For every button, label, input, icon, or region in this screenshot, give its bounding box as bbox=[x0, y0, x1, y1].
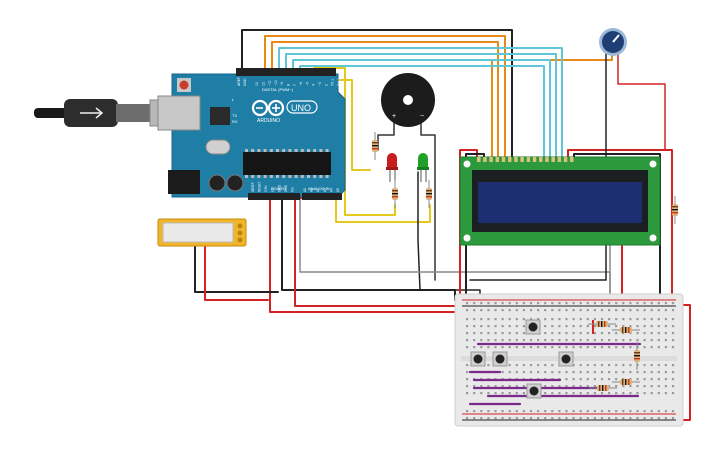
push-button-3[interactable] bbox=[492, 351, 508, 367]
wire-orange-1 bbox=[264, 35, 506, 159]
breadboard-resistors bbox=[588, 321, 640, 391]
digital-pin-label: ~6 bbox=[299, 82, 303, 86]
power-pin-label: RESET bbox=[258, 181, 262, 192]
wire-red-ir bbox=[204, 244, 269, 301]
arduino-uno-board: ARDUINO UNO DIGITAL (PWM~) POWER ANALOG … bbox=[157, 68, 346, 200]
push-button-1[interactable] bbox=[525, 319, 541, 335]
digital-pin-label: ~5 bbox=[305, 82, 309, 86]
analog-label: ANALOG IN bbox=[308, 186, 330, 191]
digital-pin-label: 4 bbox=[312, 84, 316, 86]
digital-pin-label: 2 bbox=[324, 84, 328, 86]
power-pin-label: 3.3V bbox=[264, 185, 268, 192]
digital-pin-label: 7 bbox=[293, 84, 297, 86]
digital-pin-label: TX 1 bbox=[331, 79, 335, 86]
wire-red-pot bbox=[617, 49, 666, 151]
capacitor-1 bbox=[208, 174, 226, 192]
resistor-led-green bbox=[426, 180, 432, 208]
bb-resistor-3 bbox=[634, 342, 640, 370]
resistor-buzzer bbox=[372, 132, 378, 160]
usb-symbol-icon bbox=[80, 107, 104, 119]
wire-buzzer-minus bbox=[420, 121, 436, 281]
digital-pin-label: 8 bbox=[287, 84, 291, 86]
usb-chip bbox=[210, 107, 230, 125]
bb-resistor-1 bbox=[588, 321, 616, 327]
digital-pin-label: RX 0 bbox=[337, 78, 341, 86]
wire-cyan-2 bbox=[285, 53, 557, 159]
digital-header bbox=[236, 68, 336, 76]
wire-buzzer-plus bbox=[377, 121, 395, 151]
power-pin-label: IOREF bbox=[251, 182, 255, 192]
buzzer-plus-label: + bbox=[392, 113, 396, 120]
analog-pin-label: A4 bbox=[329, 188, 333, 192]
power-pin-label: GND bbox=[277, 184, 281, 192]
buzzer-minus-label: − bbox=[420, 113, 424, 120]
chip-pins bbox=[245, 149, 329, 178]
analog-pin-label: A5 bbox=[336, 188, 340, 192]
aref-label: AREF bbox=[237, 77, 241, 86]
analog-pin-label: A2 bbox=[316, 188, 320, 192]
analog-header bbox=[302, 193, 342, 200]
potentiometer[interactable] bbox=[599, 28, 627, 56]
resistor-led-red bbox=[392, 180, 398, 208]
resistors bbox=[372, 132, 678, 224]
atmega-chip bbox=[243, 152, 331, 175]
analog-pin-label: A1 bbox=[310, 188, 314, 192]
analog-pin-label: A3 bbox=[323, 188, 327, 192]
push-button-2[interactable] bbox=[470, 351, 486, 367]
lcd-screen bbox=[478, 182, 642, 223]
wire-orange-2 bbox=[271, 41, 499, 159]
lcd-16x2 bbox=[459, 156, 661, 246]
power-pin-label: GND bbox=[284, 184, 288, 192]
wire-black-ir bbox=[194, 244, 279, 293]
power-header bbox=[248, 193, 300, 200]
bb-resistor-5 bbox=[612, 379, 640, 385]
bb-resistor-2 bbox=[612, 327, 640, 333]
arduino-logo-text: ARDUINO bbox=[257, 118, 280, 124]
resistor-lcd bbox=[672, 196, 678, 224]
wire-black-top bbox=[241, 29, 513, 159]
digital-pin-label: 13 bbox=[255, 82, 259, 86]
wire-red-lcd-right bbox=[567, 149, 673, 306]
lcd-pins bbox=[477, 157, 574, 162]
tx-label: TX bbox=[232, 113, 237, 118]
digital-pin-label: ~10 bbox=[274, 80, 278, 86]
power-label: POWER bbox=[271, 186, 286, 191]
power-pin-label: 5V bbox=[271, 187, 275, 192]
push-button-4[interactable] bbox=[558, 351, 574, 367]
wire-red-arduino-bb bbox=[269, 197, 461, 313]
arduino-logo bbox=[251, 99, 285, 117]
led-green bbox=[417, 153, 429, 182]
push-button-5[interactable] bbox=[526, 383, 542, 399]
gnd-label: GND bbox=[243, 78, 247, 86]
crystal bbox=[205, 139, 231, 155]
wire-cyan-1 bbox=[278, 47, 563, 159]
wire-cyan-3 bbox=[292, 59, 551, 159]
piezo-buzzer: + − bbox=[381, 73, 435, 127]
power-pin-label: Vin bbox=[291, 187, 295, 192]
arduino-model-text: UNO bbox=[291, 103, 311, 113]
l-label: L bbox=[232, 97, 235, 102]
usb-jack bbox=[157, 95, 201, 131]
bb-resistor-4 bbox=[589, 385, 617, 391]
digital-pin-label: 12 bbox=[261, 82, 265, 86]
digital-pin-label: ~3 bbox=[318, 82, 322, 86]
digital-label: DIGITAL (PWM~) bbox=[262, 87, 294, 92]
led-red bbox=[386, 153, 398, 182]
capacitor-2 bbox=[226, 174, 244, 192]
sensor-module bbox=[157, 218, 247, 247]
analog-pin-label: A0 bbox=[303, 188, 307, 192]
digital-pin-label: ~11 bbox=[268, 80, 272, 86]
rx-label: RX bbox=[232, 119, 238, 124]
push-buttons bbox=[470, 319, 574, 399]
wire-black-pot bbox=[469, 49, 607, 281]
power-jack bbox=[168, 170, 200, 194]
digital-pin-label: ~9 bbox=[280, 82, 284, 86]
reset-button[interactable] bbox=[179, 80, 189, 90]
breadboard-holes bbox=[466, 302, 675, 420]
